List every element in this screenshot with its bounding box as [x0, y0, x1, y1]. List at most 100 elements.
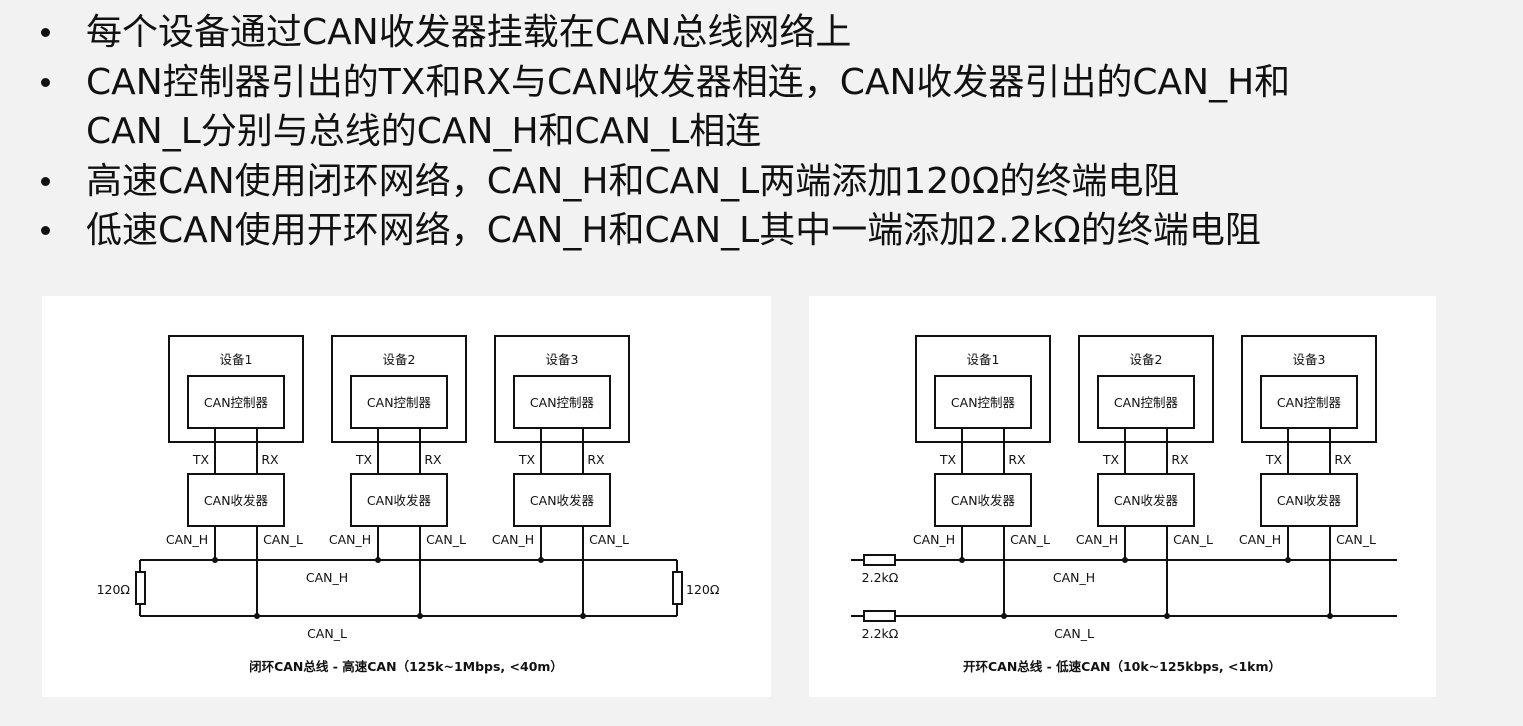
bullet-item: 每个设备通过CAN收发器挂载在CAN总线网络上	[38, 8, 1290, 58]
can-l-pin-label: CAN_L	[263, 532, 303, 547]
junction-dot	[1001, 613, 1007, 619]
bullet-dot	[41, 28, 50, 37]
bullet-text-continued: CAN_L分别与总线的CAN_H和CAN_L相连	[86, 111, 762, 152]
controller-box	[934, 375, 1032, 429]
device-box	[915, 335, 1051, 443]
resistor-120-left-label: 120Ω	[97, 582, 131, 597]
junction-dot	[417, 613, 423, 619]
junction-dot	[375, 557, 381, 563]
junction-dot	[1164, 613, 1170, 619]
tx-label: TX	[355, 452, 373, 467]
device-label: 设备3	[546, 352, 579, 367]
rx-label: RX	[1008, 452, 1026, 467]
junction-dot	[1285, 557, 1291, 563]
closed-loop-caption: 闭环CAN总线 - 高速CAN（125k~1Mbps, <40m）	[249, 659, 563, 674]
can-h-pin-label: CAN_H	[329, 532, 371, 547]
tx-label: TX	[939, 452, 957, 467]
bullet-list: 每个设备通过CAN收发器挂载在CAN总线网络上 CAN控制器引出的TX和RX与C…	[38, 8, 1290, 256]
bullet-text: 每个设备通过CAN收发器挂载在CAN总线网络上	[86, 12, 852, 53]
rx-label: RX	[1171, 452, 1189, 467]
can-l-pin-label: CAN_L	[426, 532, 466, 547]
transceiver-box	[350, 473, 448, 527]
controller-label: CAN控制器	[1114, 395, 1179, 410]
can-h-pin-label: CAN_H	[166, 532, 208, 547]
rx-label: RX	[1334, 452, 1352, 467]
rx-label: RX	[424, 452, 442, 467]
resistor-2k2-top	[863, 554, 896, 566]
junction-dot	[538, 557, 544, 563]
can-h-pin-label: CAN_H	[913, 532, 955, 547]
transceiver-box	[513, 473, 611, 527]
can-h-bus-label: CAN_H	[306, 570, 348, 585]
transceiver-label: CAN收发器	[1114, 493, 1179, 508]
transceiver-label: CAN收发器	[1277, 493, 1342, 508]
junction-dot	[212, 557, 218, 563]
resistor-120-right	[672, 571, 683, 605]
transceiver-label: CAN收发器	[530, 493, 595, 508]
can-h-pin-label: CAN_H	[1076, 532, 1118, 547]
can-l-pin-label: CAN_L	[1010, 532, 1050, 547]
resistor-120-left	[135, 571, 146, 605]
can-l-pin-label: CAN_L	[1336, 532, 1376, 547]
controller-box	[1260, 375, 1358, 429]
device-label: 设备2	[383, 352, 416, 367]
can-l-pin-label: CAN_L	[1173, 532, 1213, 547]
controller-box	[350, 375, 448, 429]
controller-label: CAN控制器	[530, 395, 595, 410]
bullet-item: 低速CAN使用开环网络，CAN_H和CAN_L其中一端添加2.2kΩ的终端电阻	[38, 206, 1290, 256]
device-label: 设备1	[220, 352, 253, 367]
controller-box	[1097, 375, 1195, 429]
closed-loop-diagram-panel: 设备1 设备2 设备3 CAN控制器 CAN控制器 CAN控制器 CAN收发器 …	[42, 296, 771, 697]
bullet-dot	[41, 226, 50, 235]
can-h-pin-label: CAN_H	[492, 532, 534, 547]
open-loop-diagram: 设备1 设备2 设备3 CAN控制器 CAN控制器 CAN控制器 CAN收发器 …	[851, 335, 1397, 674]
resistor-2k2-top-label: 2.2kΩ	[862, 570, 899, 585]
bullet-text: CAN控制器引出的TX和RX与CAN收发器相连，CAN收发器引出的CAN_H和	[86, 61, 1291, 103]
device-label: 设备3	[1293, 352, 1326, 367]
can-h-pin-label: CAN_H	[1239, 532, 1281, 547]
junction-dot	[959, 557, 965, 563]
device-label: 设备2	[1130, 352, 1163, 367]
tx-label: TX	[1265, 452, 1283, 467]
junction-dot	[1327, 613, 1333, 619]
controller-box	[513, 375, 611, 429]
controller-label: CAN控制器	[951, 395, 1016, 410]
bullet-text: 高速CAN使用闭环网络，CAN_H和CAN_L两端添加120Ω的终端电阻	[86, 160, 1180, 202]
resistor-2k2-bottom-label: 2.2kΩ	[862, 626, 899, 641]
tx-label: TX	[192, 452, 210, 467]
rx-label: RX	[587, 452, 605, 467]
transceiver-label: CAN收发器	[367, 493, 432, 508]
bullet-item: 高速CAN使用闭环网络，CAN_H和CAN_L两端添加120Ω的终端电阻	[38, 157, 1290, 207]
controller-label: CAN控制器	[204, 395, 269, 410]
transceiver-box	[1260, 473, 1358, 527]
resistor-2k2-bottom	[863, 610, 896, 622]
open-loop-diagram-panel: 设备1 设备2 设备3 CAN控制器 CAN控制器 CAN控制器 CAN收发器 …	[809, 296, 1436, 697]
tx-label: TX	[518, 452, 536, 467]
can-l-bus-label: CAN_L	[307, 626, 347, 641]
transceiver-box	[934, 473, 1032, 527]
bullet-dot	[41, 77, 50, 87]
closed-loop-diagram: 设备1 设备2 设备3 CAN控制器 CAN控制器 CAN控制器 CAN收发器 …	[97, 335, 720, 674]
junction-dot	[254, 613, 260, 619]
junction-dot	[580, 613, 586, 619]
bullet-dot	[41, 176, 50, 186]
open-loop-caption: 开环CAN总线 - 低速CAN（10k~125kbps, <1km）	[963, 659, 1281, 674]
transceiver-label: CAN收发器	[204, 493, 269, 508]
can-l-bus-label: CAN_L	[1054, 626, 1094, 641]
rx-label: RX	[261, 452, 279, 467]
controller-label: CAN控制器	[1277, 395, 1342, 410]
device-box	[1241, 335, 1377, 443]
can-h-bus-label: CAN_H	[1053, 570, 1095, 585]
transceiver-box	[1097, 473, 1195, 527]
device-box	[1078, 335, 1214, 443]
resistor-120-right-label: 120Ω	[686, 582, 720, 597]
controller-label: CAN控制器	[367, 395, 432, 410]
device-box	[168, 335, 304, 443]
device-box	[331, 335, 467, 443]
bullet-item: CAN控制器引出的TX和RX与CAN收发器相连，CAN收发器引出的CAN_H和 C…	[38, 58, 1290, 157]
transceiver-label: CAN收发器	[951, 493, 1016, 508]
controller-box	[187, 375, 285, 429]
junction-dot	[1122, 557, 1128, 563]
device-label: 设备1	[967, 352, 1000, 367]
bullet-text: 低速CAN使用开环网络，CAN_H和CAN_L其中一端添加2.2kΩ的终端电阻	[86, 210, 1261, 251]
